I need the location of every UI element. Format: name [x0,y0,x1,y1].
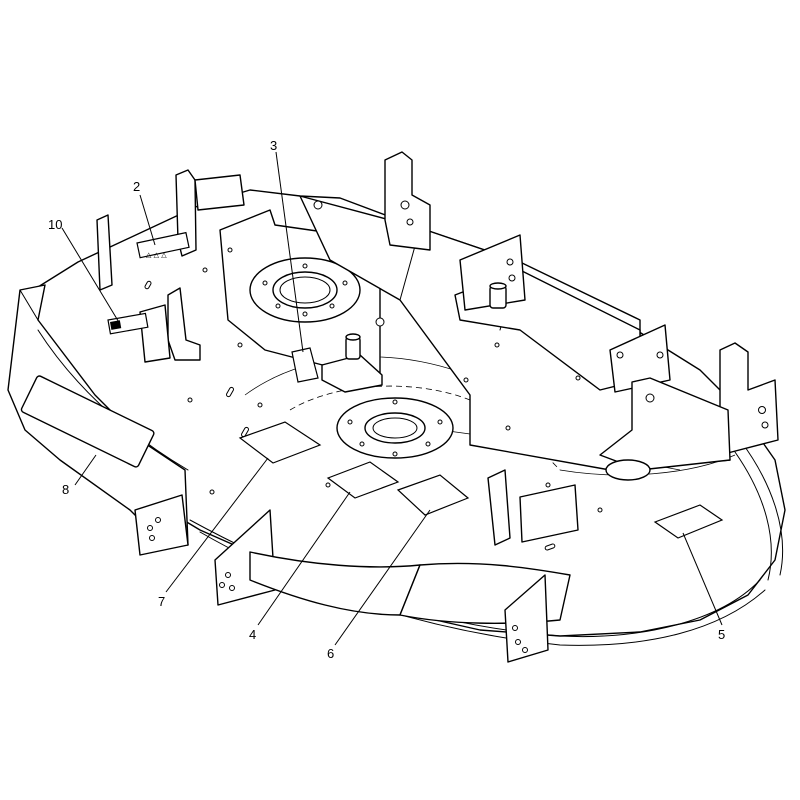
left-side-skirt [7,284,189,556]
leader-7 [165,457,269,593]
callout-2: 2 [133,179,140,194]
rear-bracket-center [459,234,526,311]
center-spindle [336,397,454,459]
callout-4: 4 [249,627,256,642]
decal-5 [653,504,724,539]
callout-5: 5 [718,627,725,642]
svg-text:△ △ △: △ △ △ [146,251,167,259]
left-rear-bracket [96,169,245,291]
leaders [61,151,723,646]
callout-7: 7 [158,594,165,609]
rear-bracket-left [384,151,431,251]
decal-10 [107,312,149,335]
leader-5 [682,532,723,626]
callout-labels: 2 3 4 5 6 7 8 10 [48,138,725,661]
idler-mount [321,333,383,393]
decal-3 [291,347,319,383]
callout-10: 10 [48,217,62,232]
rear-bracket-right [609,324,671,393]
callout-6: 6 [327,646,334,661]
decal-2: △ △ △ [136,231,190,259]
center-right-uprights [487,469,579,546]
right-idler-arm [599,377,731,481]
rear-stud [489,282,507,309]
decal-6 [396,474,470,516]
decal-4 [326,461,400,499]
front-bracket-right [504,574,549,663]
decal-7 [238,421,322,464]
leader-2 [139,194,156,246]
callout-3: 3 [270,138,277,153]
leader-8 [74,454,97,486]
leader-3 [275,151,304,353]
leader-6 [334,509,431,646]
leader-10 [61,227,121,325]
callout-8: 8 [62,482,69,497]
leader-4 [257,491,351,626]
left-mount-fork [139,287,201,363]
